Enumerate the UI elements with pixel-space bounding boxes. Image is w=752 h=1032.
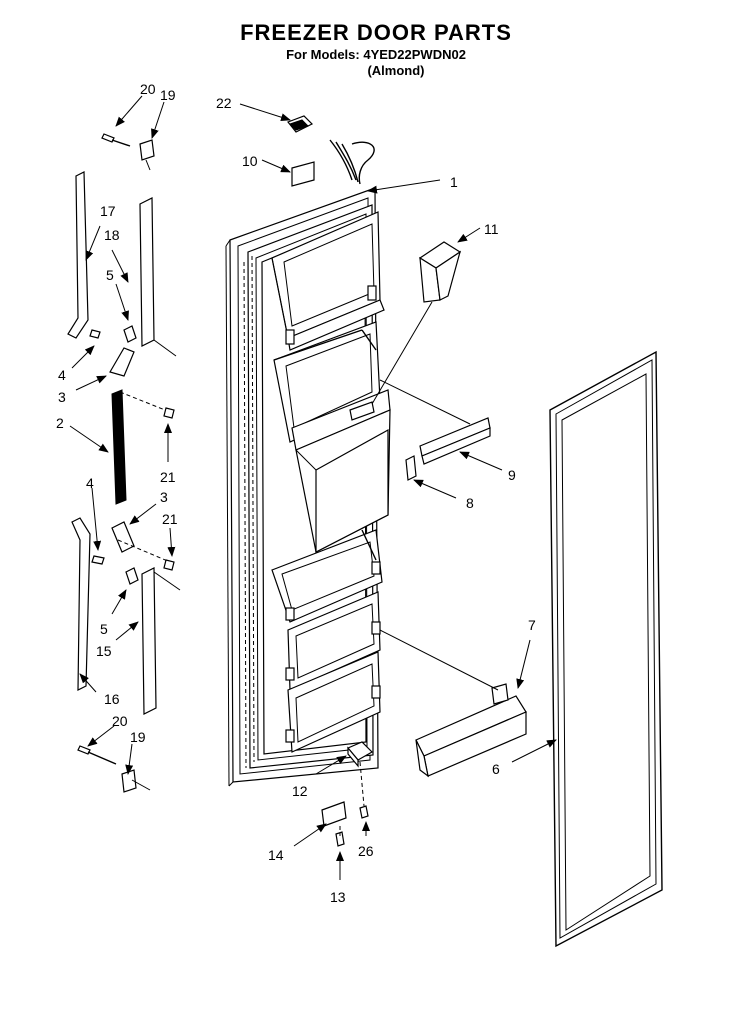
- lower-door-shelves: [271, 529, 383, 753]
- callout-1: 1: [450, 174, 458, 190]
- callout-9: 9: [508, 467, 516, 483]
- callout-5-upper: 5: [106, 267, 114, 283]
- callout-14: 14: [268, 847, 284, 863]
- callout-13: 13: [330, 889, 346, 905]
- dispenser-housing: [291, 389, 391, 553]
- top-hinge-screw-and-cap: [101, 133, 155, 171]
- callout-labels: 1 2 3 3 4 4 5 5 6 7 8 9 10 11 12 13 14 1…: [56, 81, 536, 905]
- callout-15: 15: [96, 643, 112, 659]
- callout-10: 10: [242, 153, 258, 169]
- callout-16: 16: [104, 691, 120, 707]
- callout-17: 17: [100, 203, 116, 219]
- callout-19-upper: 19: [160, 87, 176, 103]
- model-line: For Models: 4YED22PWDN02: [286, 47, 466, 62]
- callout-11: 11: [484, 221, 499, 237]
- upper-spacer: [123, 325, 137, 343]
- lower-hinge-gasket-strip: [71, 517, 91, 691]
- callout-3-upper: 3: [58, 389, 66, 405]
- bottom-hinge-screw-and-cap: [77, 745, 151, 793]
- color-line: (Almond): [367, 63, 425, 78]
- bottom-hinge-assembly: [321, 741, 373, 847]
- lower-handle-screw: [163, 559, 175, 571]
- callout-7: 7: [528, 617, 536, 633]
- upper-door-shelf: [271, 211, 385, 351]
- door-gasket: [549, 350, 663, 948]
- door-bin: [379, 629, 527, 778]
- callout-3-lower: 3: [160, 489, 168, 505]
- callout-4-lower: 4: [86, 475, 94, 491]
- upper-trim-channel: [139, 197, 155, 347]
- lower-hinge-bracket: [111, 521, 135, 553]
- callout-21-lower: 21: [162, 511, 178, 527]
- callout-12: 12: [292, 783, 308, 799]
- door-handle: [111, 389, 127, 505]
- callout-5-lower: 5: [100, 621, 108, 637]
- upper-handle-screw: [163, 407, 175, 419]
- callout-20-lower: 20: [112, 713, 128, 729]
- callout-8: 8: [466, 495, 474, 511]
- ice-chute: [371, 241, 462, 405]
- trim-clip: [405, 455, 417, 481]
- callout-4-upper: 4: [58, 367, 66, 383]
- callout-19-lower: 19: [130, 729, 146, 745]
- callout-22: 22: [216, 95, 232, 111]
- callout-leader-lines: [69, 95, 557, 880]
- callout-26: 26: [358, 843, 374, 859]
- label-plate: [291, 161, 315, 187]
- wire-harness-connector: [287, 115, 375, 185]
- callout-20-upper: 20: [140, 81, 156, 97]
- upper-hinge-screw: [89, 329, 101, 339]
- callout-2: 2: [56, 415, 64, 431]
- lower-hinge-screw: [91, 555, 105, 565]
- callout-18: 18: [104, 227, 120, 243]
- callout-21-upper: 21: [160, 469, 176, 485]
- upper-hinge-gasket-strip: [67, 171, 89, 339]
- lower-trim-channel: [141, 567, 157, 715]
- callout-6: 6: [492, 761, 500, 777]
- upper-hinge-bracket: [109, 347, 135, 377]
- door-edge-dots: [243, 255, 255, 769]
- diagram-title: FREEZER DOOR PARTS: [240, 20, 512, 45]
- dispenser-trim: [379, 379, 491, 465]
- lower-spacer: [125, 567, 139, 585]
